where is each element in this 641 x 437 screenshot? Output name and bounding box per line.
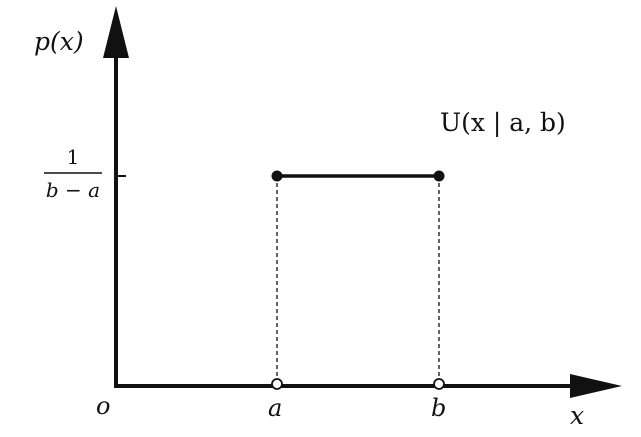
y-axis-label: p(x) bbox=[34, 27, 84, 56]
density-label: U(x | a, b) bbox=[440, 108, 566, 138]
height-denominator: b − a bbox=[46, 178, 100, 202]
x-axis-arrowhead bbox=[570, 374, 622, 398]
origin-label: o bbox=[96, 392, 110, 420]
closed-endpoint-b bbox=[433, 170, 445, 182]
open-endpoint-b bbox=[433, 378, 445, 390]
height-numerator: 1 bbox=[67, 145, 80, 169]
open-endpoint-a bbox=[271, 378, 283, 390]
closed-endpoint-a bbox=[271, 170, 283, 182]
a-label: a bbox=[268, 394, 282, 422]
b-label: b bbox=[431, 394, 446, 422]
x-axis-label: x bbox=[570, 401, 584, 430]
y-axis-arrowhead bbox=[103, 6, 129, 58]
